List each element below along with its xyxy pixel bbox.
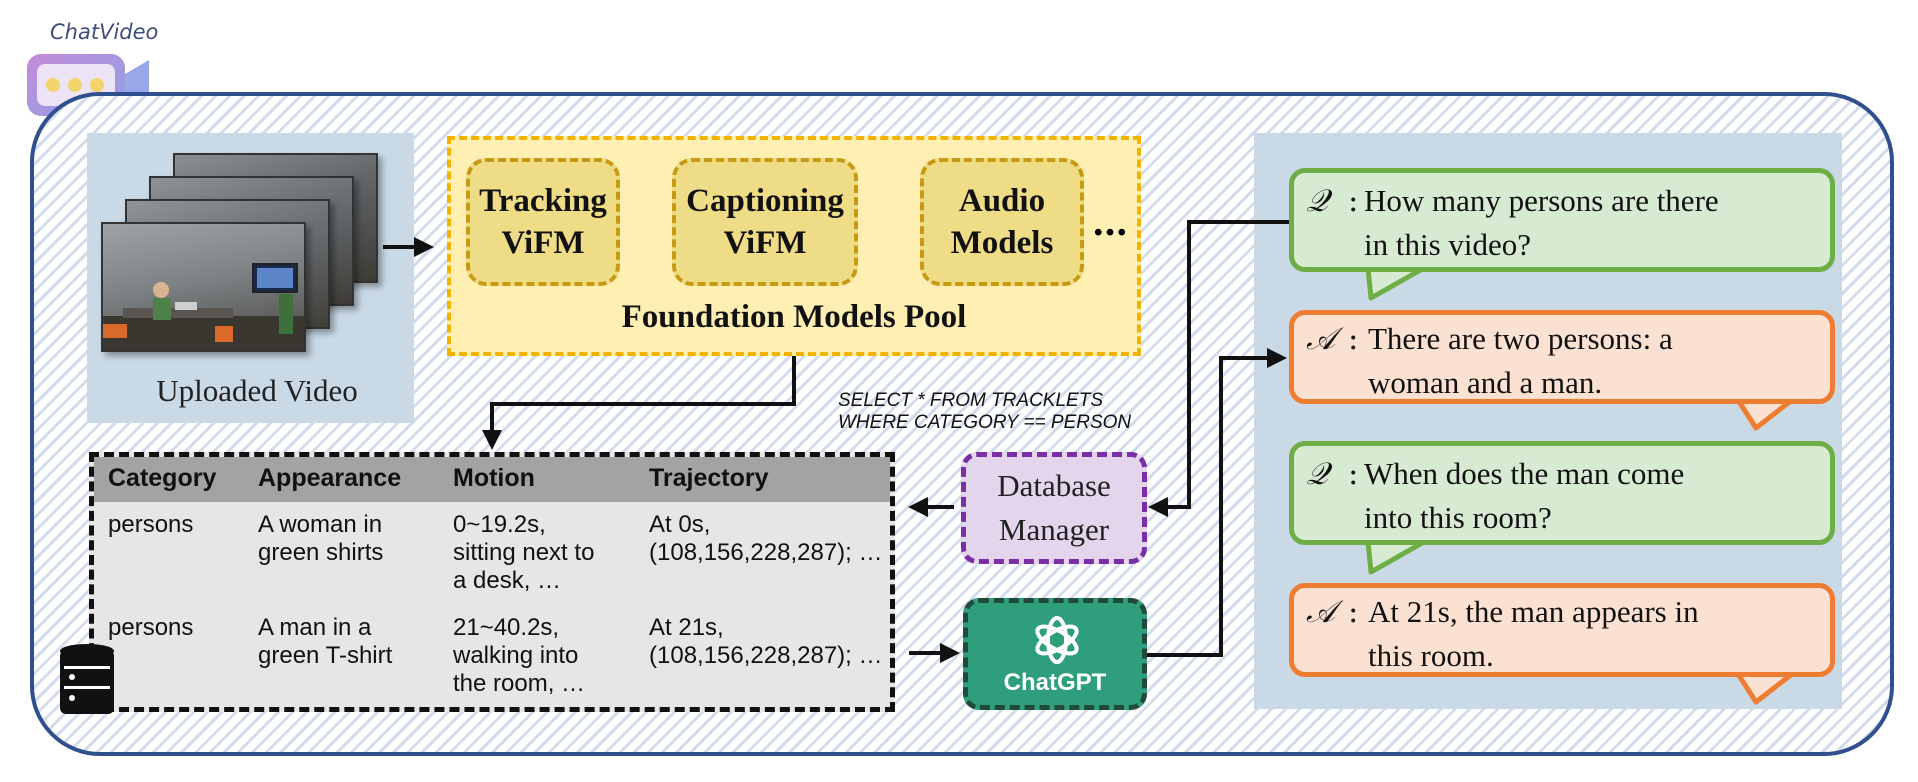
answer-bubble: 𝒜 : At 21s, the man appears in this room… — [1289, 583, 1835, 677]
uploaded-video-panel — [87, 133, 414, 423]
prefix-colon: : — [1348, 183, 1359, 219]
question-bubble: 𝒬 : When does the man come into this roo… — [1289, 441, 1835, 545]
more-models-ellipsis: … — [1092, 202, 1128, 244]
uploaded-video-label: Uploaded Video — [156, 373, 358, 408]
table-cell: At 21s, (108,156,228,287); … — [649, 614, 883, 669]
table-cell: 21~40.2s, walking into the room, … — [453, 614, 586, 697]
video-frame-1 — [101, 222, 306, 352]
tracking-vifm-model: Tracking ViFM — [466, 158, 620, 286]
column-header-trajectory: Trajectory — [649, 464, 769, 492]
tracklet-table: Category Appearance Motion Trajectory pe… — [89, 452, 895, 712]
table-cell: A woman in green shirts — [258, 511, 384, 566]
column-header-appearance: Appearance — [258, 464, 402, 492]
audio-models: Audio Models — [920, 158, 1084, 286]
prefix-colon: : — [1348, 456, 1359, 492]
classroom-scene — [103, 263, 304, 350]
table-cell: persons — [108, 511, 194, 538]
question-text: When does the man come into this room? — [1364, 456, 1685, 535]
question-prefix: 𝒬 — [1306, 183, 1329, 219]
prefix-colon: : — [1348, 594, 1359, 630]
pool-to-table-arrow — [482, 356, 796, 450]
table-cell: persons — [108, 614, 194, 641]
table-cell: A man in a green T-shirt — [258, 614, 393, 669]
chatgpt-label: ChatGPT — [1003, 669, 1107, 696]
foundation-models-pool-label: Foundation Models Pool — [621, 299, 967, 335]
question-bubble: 𝒬 : How many persons are there in this v… — [1289, 168, 1835, 272]
answer-bubble: 𝒜 : There are two persons: a woman and a… — [1289, 310, 1835, 404]
chatgpt-to-answer-arrow — [1147, 348, 1287, 657]
question-text: How many persons are there in this video… — [1364, 183, 1719, 262]
prefix-colon: : — [1348, 321, 1359, 357]
chatgpt-logo-icon — [1035, 616, 1079, 664]
answer-text: There are two persons: a woman and a man… — [1368, 321, 1673, 400]
foundation-models-pool: Tracking ViFM Captioning ViFM Audio Mode… — [447, 136, 1141, 356]
column-header-category: Category — [108, 464, 217, 492]
question-prefix: 𝒬 — [1306, 456, 1329, 492]
sql-query-text: SELECT * FROM TRACKLETS WHERE CATEGORY =… — [838, 390, 1132, 433]
logo-text: ChatVideo — [50, 20, 159, 44]
answer-text: At 21s, the man appears in this room. — [1368, 594, 1699, 673]
column-header-motion: Motion — [453, 464, 535, 492]
database-manager-box: Database Manager — [961, 452, 1147, 564]
database-icon — [60, 644, 114, 714]
table-cell: 0~19.2s, sitting next to a desk, … — [453, 511, 595, 594]
table-header: Category Appearance Motion Trajectory — [94, 457, 890, 502]
database-manager-label: Database Manager — [997, 468, 1111, 547]
table-cell: At 0s, (108,156,228,287); … — [649, 511, 883, 566]
captioning-vifm-model: Captioning ViFM — [672, 158, 858, 286]
answer-prefix: 𝒜 — [1306, 321, 1336, 357]
question-to-db-arrow — [1148, 220, 1289, 517]
chatgpt-box: ChatGPT — [963, 598, 1147, 710]
answer-prefix: 𝒜 — [1306, 594, 1336, 630]
